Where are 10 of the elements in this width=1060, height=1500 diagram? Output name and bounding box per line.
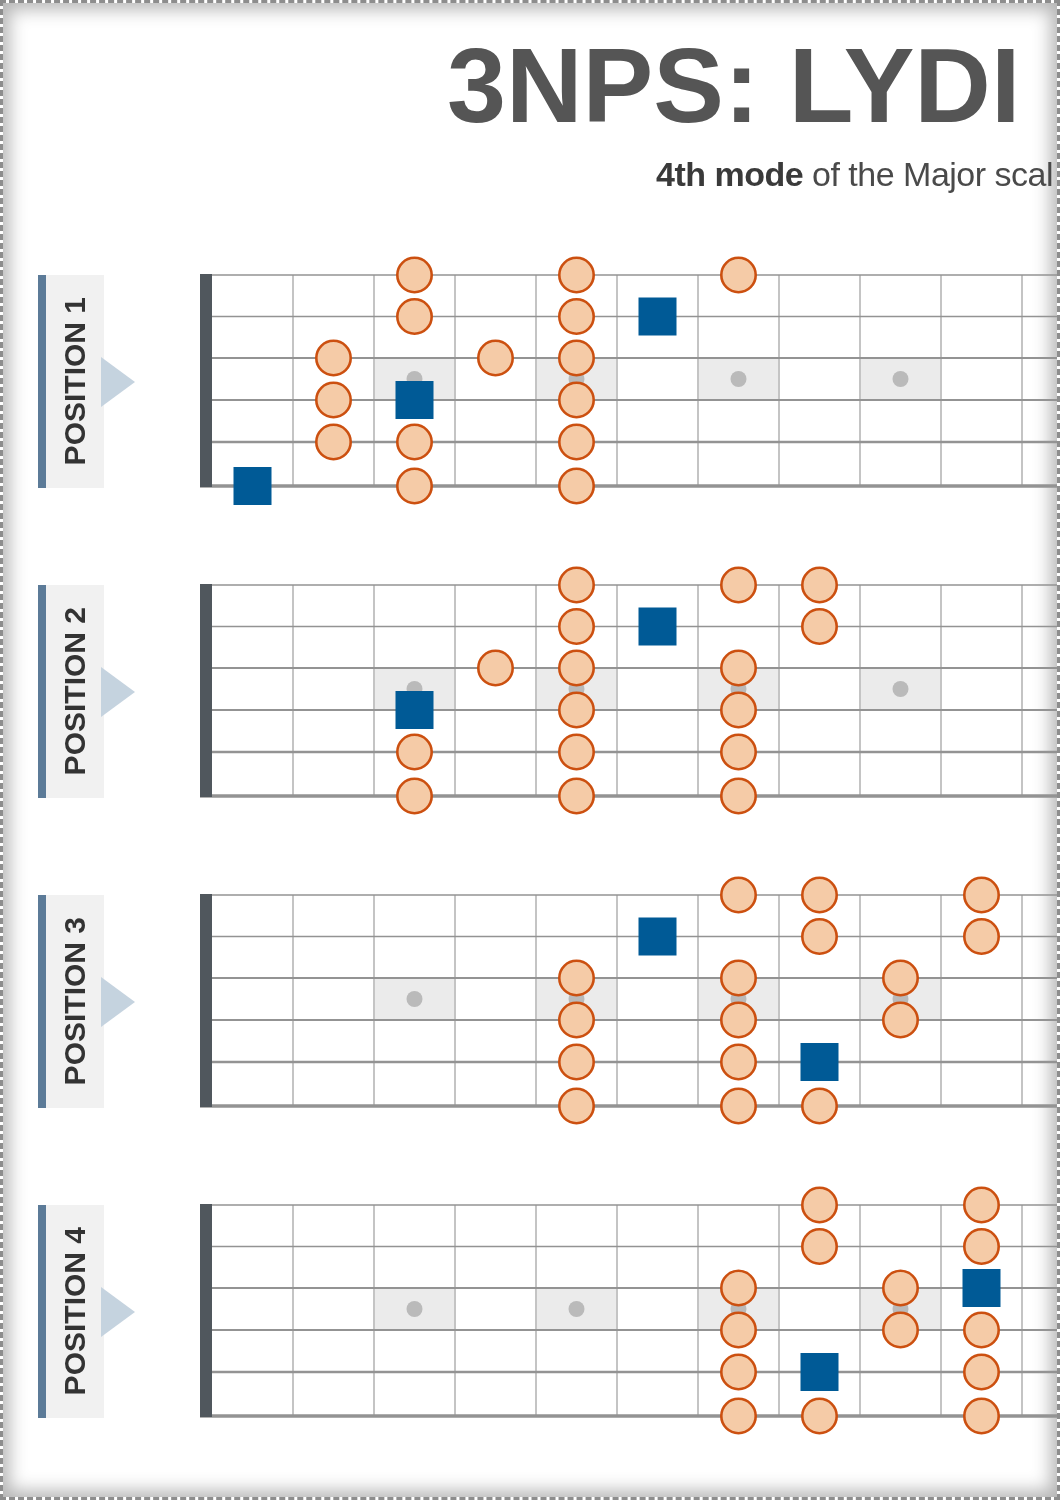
position-label: POSITION 1 [60,297,90,466]
position-label: POSITION 3 [60,917,90,1086]
page-subtitle: 4th mode of the Major scal [656,157,1053,191]
position-tab [38,895,104,1108]
position-label: POSITION 4 [60,1227,90,1396]
position-tab [38,275,104,488]
position-tab [38,585,104,798]
position-label: POSITION 2 [60,607,90,776]
page-title: 3NPS: LYDI [447,32,1021,138]
position-tab [38,1205,104,1418]
